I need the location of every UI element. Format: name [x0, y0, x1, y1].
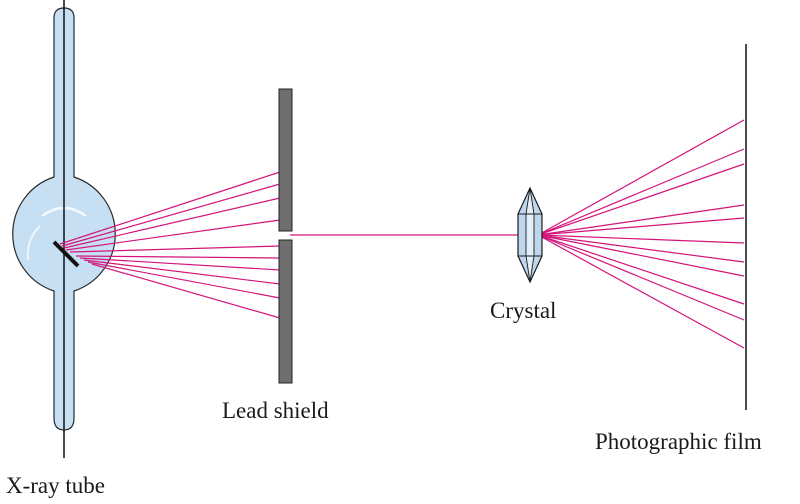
lead-shield-lower-plate — [278, 239, 293, 384]
xray-tube-glass-reflection — [26, 225, 41, 261]
incident-ray — [59, 171, 281, 245]
incident-ray — [75, 255, 281, 259]
incident-ray — [91, 263, 281, 319]
incident-ray — [79, 257, 281, 271]
diffracted-ray — [537, 234, 745, 349]
diffracted-ray — [537, 163, 745, 236]
incident-ray — [83, 259, 281, 285]
incident-ray — [87, 261, 281, 299]
incident-rays — [59, 171, 281, 319]
diffracted-ray — [537, 234, 745, 277]
xray-tube-target — [52, 240, 80, 268]
diffracted-ray — [537, 204, 745, 236]
incident-ray — [63, 197, 281, 249]
diffracted-ray — [537, 217, 745, 236]
lead-shield-label: Lead shield — [222, 398, 329, 423]
crystal-label: Crystal — [490, 298, 557, 323]
diffracted-ray — [537, 234, 745, 321]
incident-ray — [65, 219, 281, 251]
xray-tube-label: X-ray tube — [6, 473, 105, 498]
lead-shield — [278, 88, 293, 384]
diffracted-ray — [537, 234, 745, 263]
incident-ray — [69, 245, 281, 253]
photographic-film-label: Photographic film — [595, 429, 762, 454]
diffracted-ray — [537, 234, 745, 305]
diffracted-ray — [537, 119, 745, 236]
diffracted-ray — [537, 234, 745, 244]
crystal — [517, 186, 543, 284]
incident-ray — [61, 183, 281, 247]
diffracted-rays — [537, 119, 745, 349]
lead-shield-upper-plate — [278, 88, 293, 232]
xray-tube — [12, 0, 116, 458]
diffracted-ray — [537, 148, 745, 236]
